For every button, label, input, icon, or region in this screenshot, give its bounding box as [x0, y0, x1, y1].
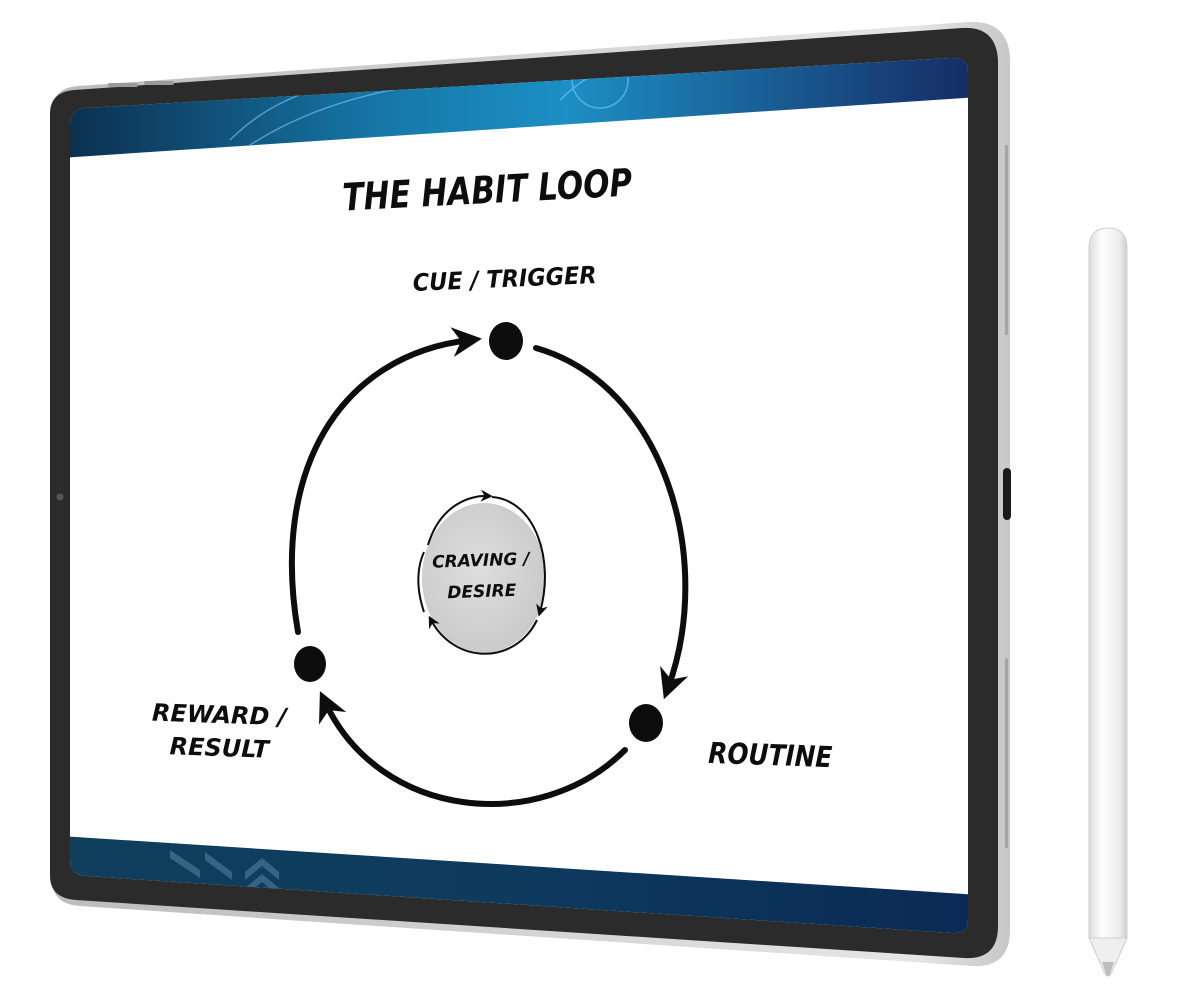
center-arc-left	[417, 551, 425, 613]
center-arc-top	[427, 489, 493, 546]
center-label-line1: CRAVING /	[432, 549, 532, 572]
habit-loop-diagram	[288, 327, 689, 807]
routine-label: ROUTINE	[708, 736, 833, 774]
arc-reward-to-cue	[288, 327, 482, 635]
volume-button	[108, 83, 138, 87]
arc-cue-to-routine	[533, 345, 689, 700]
camera-icon	[56, 493, 64, 501]
reward-label-line1: REWARD /	[152, 699, 290, 732]
power-button	[144, 81, 174, 85]
center-label-line2: DESIRE	[447, 581, 517, 603]
stylus-icon	[1088, 227, 1128, 977]
reward-label-line2: RESULT	[169, 732, 271, 764]
speaker-grille-top	[1005, 145, 1008, 335]
center-circle	[422, 503, 546, 653]
arc-routine-to-reward	[319, 691, 628, 807]
speaker-grille-bottom	[1005, 658, 1008, 848]
center-arc-bottom	[428, 615, 538, 655]
side-connector	[1003, 468, 1011, 520]
center-arc-right	[491, 496, 548, 617]
reward-node	[294, 646, 326, 682]
center-cycle: CRAVING / DESIRE	[417, 489, 548, 655]
routine-node	[629, 704, 663, 742]
cue-node	[489, 322, 523, 360]
bottom-banner-chevrons	[170, 850, 279, 896]
